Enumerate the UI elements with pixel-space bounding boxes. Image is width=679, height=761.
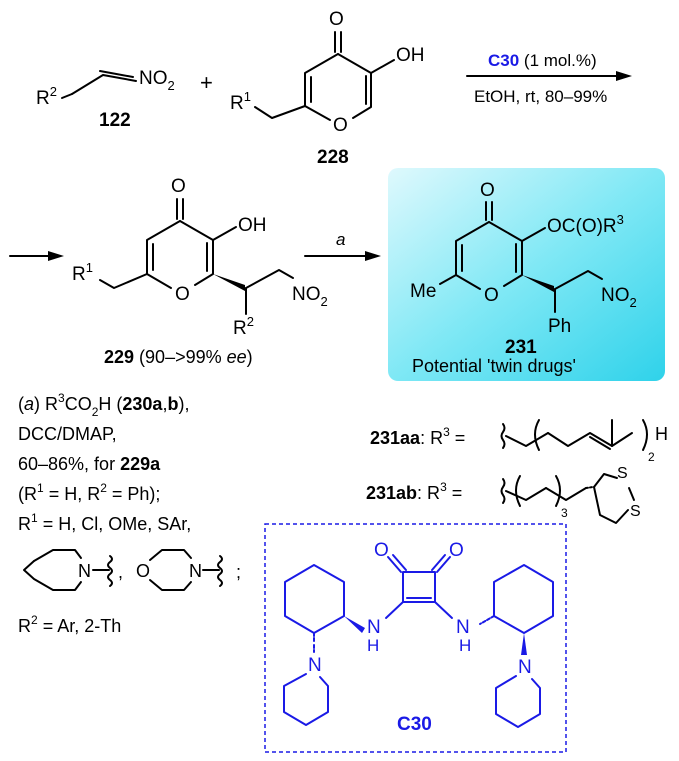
r3-definition-231ab: 231ab: R3 = 3 S S <box>366 465 641 524</box>
piperidinyl-structure: N , <box>23 549 123 591</box>
comma: , <box>118 562 123 582</box>
morpholinyl-structure: O N ; <box>136 549 241 591</box>
amide-hydrogen-2: H <box>459 636 471 655</box>
sulfur-1: S <box>617 465 628 482</box>
r2-label: R2 <box>233 314 254 339</box>
cond-line-1: (a) R3CO2H (230a,b), <box>18 391 189 419</box>
cond-line-3: 60–86%, for 229a <box>18 454 161 474</box>
ring-oxygen: O <box>484 285 499 306</box>
reagent-122: R2 NO2 122 <box>36 68 175 131</box>
highlight-box <box>388 168 665 381</box>
step-a-label: a <box>336 230 345 249</box>
amine-nitrogen-2: N <box>189 561 202 581</box>
caption-twin-drugs: Potential 'twin drugs' <box>412 356 576 376</box>
label-228: 228 <box>317 147 349 168</box>
r1-label: R1 <box>72 260 93 285</box>
label-c30: C30 <box>397 714 432 735</box>
piperidine-nitrogen-2: N <box>518 657 532 678</box>
keto-oxygen: O <box>171 176 186 197</box>
hydroxyl-group: OH <box>396 45 425 66</box>
cond-line-2: DCC/DMAP, <box>18 424 117 444</box>
conditions-catalyst: C30 (1 mol.%) <box>488 51 597 70</box>
catalyst-box <box>264 523 567 753</box>
repeat-count-3: 3 <box>561 506 568 520</box>
sulfur-2: S <box>630 503 641 520</box>
catalyst-c30: O O N H N H N N C30 <box>264 523 567 753</box>
squaramide-oxygen-2: O <box>449 540 464 561</box>
plus-sign: + <box>200 70 213 95</box>
label-231ab: 231ab: R3 = <box>366 480 462 503</box>
amide-hydrogen-1: H <box>367 636 379 655</box>
label-229: 229 (90–>99% ee) <box>104 347 253 367</box>
squaramide-oxygen-1: O <box>374 540 389 561</box>
reaction-arrow-a: a <box>304 230 381 261</box>
reagent-228: O OH O R1 228 <box>230 9 425 168</box>
cond-line-5: R1 = H, Cl, OMe, SAr, <box>18 511 191 534</box>
terminal-h: H <box>655 424 668 444</box>
nitro-group: NO2 <box>601 285 637 310</box>
r3-definition-231aa: 231aa: R3 = H 2 <box>370 419 668 464</box>
nitro-group: NO2 <box>292 284 328 309</box>
conditions-a-block: (a) R3CO2H (230a,b), DCC/DMAP, 60–86%, f… <box>18 391 241 636</box>
morpholine-oxygen: O <box>136 561 150 581</box>
label-122: 122 <box>99 110 131 131</box>
label-231aa: 231aa: R3 = <box>370 425 465 448</box>
repeat-count-2: 2 <box>648 450 655 464</box>
semicolon: ; <box>236 562 241 582</box>
ester-group: OC(O)R3 <box>547 212 624 237</box>
phenyl-group: Ph <box>548 316 571 337</box>
product-231: O OC(O)R3 O Me NO2 Ph 231 Potential 'twi… <box>388 168 665 381</box>
cond-line-4: (R1 = H, R2 = Ph); <box>18 481 160 504</box>
keto-oxygen: O <box>329 9 344 30</box>
r1-label: R1 <box>230 89 251 114</box>
cond-line-7: R2 = Ar, 2-Th <box>18 613 121 636</box>
product-229: O OH O R1 NO2 R2 229 (90–>99% ee) <box>72 176 328 367</box>
amide-nitrogen-2: N <box>456 617 470 638</box>
label-231: 231 <box>505 337 537 358</box>
ring-oxygen: O <box>333 115 348 136</box>
amide-nitrogen-1: N <box>367 617 381 638</box>
keto-oxygen: O <box>480 180 495 201</box>
nitro-group: NO2 <box>139 68 175 93</box>
conditions-solvent: EtOH, rt, 80–99% <box>474 87 607 106</box>
methyl-group: Me <box>410 281 436 302</box>
continuation-arrow <box>9 251 64 261</box>
reaction-arrow-1: C30 (1 mol.%) EtOH, rt, 80–99% <box>466 51 632 106</box>
piperidine-nitrogen-1: N <box>308 655 322 676</box>
amine-nitrogen-1: N <box>78 561 91 581</box>
r2-label: R2 <box>36 84 57 109</box>
hydroxyl-group: OH <box>238 215 267 236</box>
ring-oxygen: O <box>175 284 190 305</box>
